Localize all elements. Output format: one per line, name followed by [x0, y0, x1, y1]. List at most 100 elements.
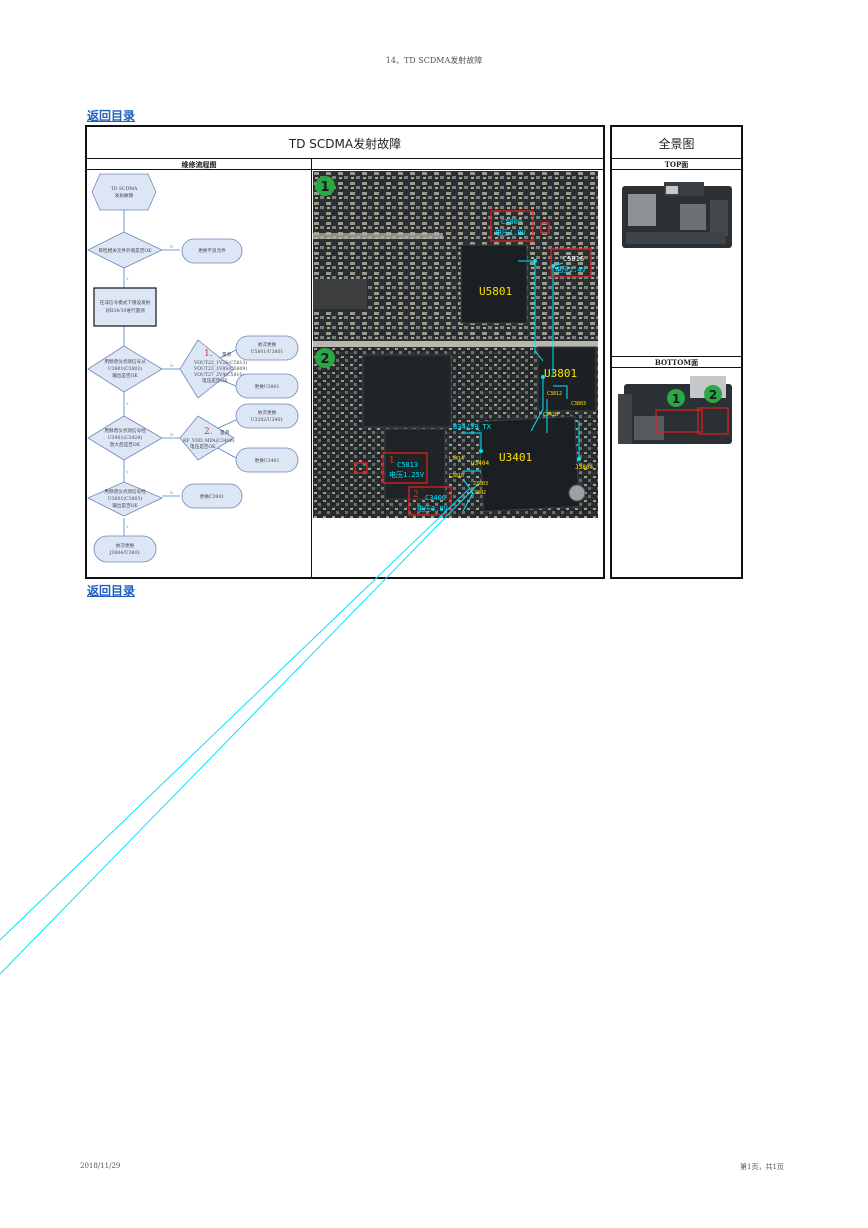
flow-result-5-text: 更换C3801 — [200, 493, 224, 500]
panorama-title: 全景图 — [658, 137, 695, 151]
flow-decision-4-line1: 用频谱仪点测信号经 — [104, 488, 146, 495]
flow-measure-1-number: 1. — [204, 349, 213, 359]
top-face-image — [622, 182, 732, 248]
label-c3812: C3812 — [547, 391, 562, 397]
flow-header: 维修流程图 — [181, 160, 217, 169]
flow-result-4-text: 更换U3401 — [255, 457, 280, 464]
flow-measure-2-line2: RF_VDD_MPA(C3406) — [183, 437, 235, 444]
flow-end-line1: 依次更换 — [116, 542, 135, 549]
marker-1-icon — [315, 176, 335, 196]
flow-decision-2-line2: U3801(C3802) — [108, 365, 143, 372]
chip-u3401-label: U3401 — [499, 451, 532, 464]
flow-measure-2 — [179, 415, 235, 461]
label-j3803: J3803 — [473, 481, 488, 487]
label-c3406-voltage: 电压3.8V — [417, 504, 449, 513]
label-l3414: L3414 — [449, 456, 464, 462]
flow-action-1-text: 更换不良元件 — [198, 247, 226, 254]
flow-result-4 — [235, 447, 299, 473]
back-to-index-link-top[interactable]: 返回目录 — [87, 109, 136, 123]
label-red-number-2: 2 — [413, 490, 419, 500]
back-to-index-link-bottom[interactable]: 返回目录 — [87, 584, 136, 598]
flow-measure-1-line1: 量测 — [222, 351, 232, 358]
label-c3810: C3810 — [449, 473, 464, 479]
chip-u3801 — [537, 346, 597, 412]
label-c5813-voltage: 电压1.25V — [389, 470, 425, 479]
highlight-boxes — [354, 210, 592, 516]
flow-measure-2-line3: 电压是否OK — [190, 443, 216, 450]
label-c3803: C3803 — [571, 401, 586, 407]
label-c5813: C5813 — [397, 461, 418, 469]
flow-decision-4-line3: 输出是否OK — [112, 502, 138, 509]
overflow-trace-lines — [0, 483, 479, 975]
marker-1-label: 1 — [320, 180, 329, 195]
flow-process-1-line2: 对B34/39进行量测 — [105, 307, 145, 314]
flow-end-line2: J3804/U3801 — [109, 550, 141, 556]
flow-measure-1-line3: VOUT23_1V8S(C5809) — [193, 365, 247, 372]
flow-yes-2: Y — [125, 401, 129, 406]
page-header: 14、TD SCDMA发射故障 — [385, 56, 483, 65]
footer-page: 第1页，共1页 — [740, 1163, 784, 1171]
flow-action-1 — [181, 238, 243, 264]
flow-result-5 — [181, 483, 243, 509]
flow-decision-3-line1: 用频谱仪点测信号经 — [104, 427, 146, 434]
flow-result-2-text: 更换U3801 — [255, 383, 280, 390]
flow-yes-1: Y — [125, 276, 129, 281]
flow-decision-3-line3: 放大后是否OK — [110, 441, 141, 448]
flow-start — [91, 173, 157, 211]
flow-decision-4-line2: U3801(C3803) — [108, 495, 143, 502]
flow-measure-1-line5: 电压是否OK — [202, 377, 228, 384]
label-u3404: U3404 — [471, 460, 489, 467]
bottom-face-label: BOTTOM面 — [654, 358, 699, 367]
flow-result-1-line1: 依次更换 — [258, 341, 277, 348]
label-j3804: J3804 — [575, 464, 593, 471]
flow-yes-4: Y — [125, 524, 129, 529]
flow-no-3: N — [170, 432, 174, 437]
flow-measure-1 — [179, 339, 235, 399]
flow-measure-2-number: 2. — [204, 427, 213, 437]
chip-u3401 — [478, 416, 580, 512]
flow-result-3-line1: 依次更换 — [258, 409, 277, 416]
label-red-number-1: 1 — [389, 456, 395, 466]
flow-start-line1: TD SCDMA — [111, 186, 138, 192]
marker-2-icon — [315, 348, 335, 368]
flow-no-1: N — [170, 244, 174, 249]
main-table — [85, 125, 605, 579]
flow-result-2 — [235, 373, 299, 399]
flow-decision-3 — [87, 415, 163, 461]
flow-yes-3: Y — [125, 469, 129, 474]
flow-result-1 — [235, 335, 299, 361]
bottom-marker-1: 1 — [672, 392, 680, 406]
flow-decision-1-text: 目检相关元件外观是否OK — [98, 247, 152, 254]
flow-measure-1-line2: VOUT22_1V2S(C5813) — [193, 359, 247, 366]
label-c5816: C5816 — [563, 255, 584, 263]
chip-u5801 — [460, 244, 528, 324]
flow-result-1-line2: U5801/U3801 — [251, 349, 284, 355]
flow-decision-4 — [87, 481, 163, 517]
flow-process-1-line1: 在非信令模式下锁设发射 — [100, 299, 151, 306]
label-c3802: C3802 — [471, 490, 486, 496]
flow-process-1 — [93, 287, 157, 327]
top-face-label: TOP面 — [664, 160, 689, 169]
flow-measure-1-line4: VOUT27_2V4(C5816) — [193, 371, 244, 378]
bottom-face-image: 1 2 — [618, 376, 732, 444]
flow-end — [93, 535, 157, 563]
chip-u5801-label: U5801 — [479, 285, 512, 298]
repair-flowchart: TD SCDMA 发射故障 目检相关元件外观是否OK 更换不良元件 N Y 在非… — [87, 173, 299, 563]
chip-upper-left — [362, 354, 452, 428]
marker-2-label: 2 — [320, 352, 329, 367]
main-title: TD SCDMA发射故障 — [288, 137, 402, 151]
label-c5809-voltage: 电压1.8V — [495, 228, 527, 237]
label-c5809: C5809 — [501, 218, 522, 226]
chip-u3801-label: U3801 — [544, 367, 577, 380]
flow-result-3 — [235, 403, 299, 429]
flow-no-4: N — [170, 490, 174, 495]
board-photo: U5801 U3801 U3401 C5809 电压1.8V C5816 电压2… — [313, 171, 598, 518]
flow-result-3-line2: U3202/U3401 — [251, 417, 284, 423]
flow-decision-2-line3: 输出是否OK — [112, 372, 138, 379]
panorama-table — [610, 125, 743, 579]
flow-decision-3-line2: U3401(C3428) — [108, 434, 143, 441]
flow-decision-1 — [87, 231, 163, 269]
bottom-marker-2: 2 — [709, 388, 717, 402]
label-b34-39-tx: B34/39_TX — [453, 423, 492, 431]
flow-measure-2-line1: 量测 — [220, 429, 230, 436]
